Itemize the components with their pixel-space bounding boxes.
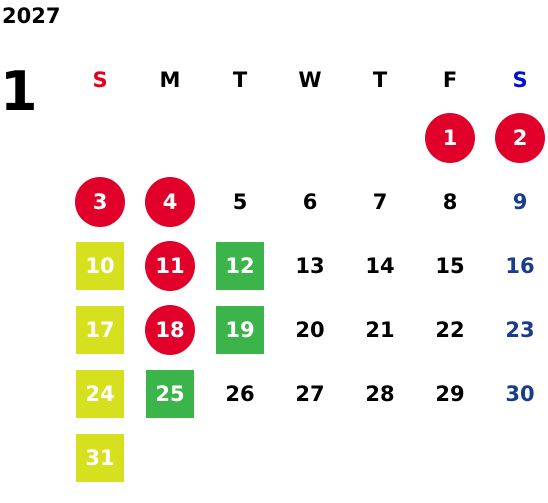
day-number: 4: [145, 177, 195, 227]
day-number: 1: [425, 113, 475, 163]
day-cell[interactable]: 6: [275, 170, 345, 234]
day-number: 13: [295, 254, 325, 278]
day-cell[interactable]: 10: [65, 234, 135, 298]
day-cell[interactable]: 13: [275, 234, 345, 298]
day-number: 8: [442, 190, 458, 214]
week-row: 31: [65, 426, 548, 490]
day-number: 14: [365, 254, 395, 278]
day-number: 28: [365, 382, 395, 406]
day-number: 10: [76, 242, 124, 290]
week-row: 17 18 19 20 21 22 23: [65, 298, 548, 362]
day-number: 21: [365, 318, 395, 342]
day-number: 23: [505, 318, 535, 342]
day-number: 7: [372, 190, 388, 214]
weekday-saturday: S: [512, 68, 528, 92]
day-cell[interactable]: 12: [205, 234, 275, 298]
day-number: 9: [512, 190, 528, 214]
day-cell[interactable]: 24: [65, 362, 135, 426]
day-number: 6: [302, 190, 318, 214]
month-label: 1: [0, 60, 38, 123]
day-cell[interactable]: 21: [345, 298, 415, 362]
day-cell[interactable]: 9: [485, 170, 548, 234]
day-cell[interactable]: 18: [135, 298, 205, 362]
weekday-wednesday: W: [298, 68, 322, 92]
day-cell[interactable]: 8: [415, 170, 485, 234]
day-number: 24: [76, 370, 124, 418]
day-number: 31: [76, 434, 124, 482]
weekday-sunday: S: [92, 68, 108, 92]
day-cell[interactable]: 11: [135, 234, 205, 298]
day-number: 27: [295, 382, 325, 406]
weekday-friday: F: [442, 68, 458, 92]
day-number: 15: [435, 254, 465, 278]
day-number: 18: [145, 305, 195, 355]
day-cell[interactable]: 5: [205, 170, 275, 234]
weekday-header: S M T W T F S: [65, 54, 548, 106]
day-number: 30: [505, 382, 535, 406]
day-cell[interactable]: 30: [485, 362, 548, 426]
day-cell[interactable]: 22: [415, 298, 485, 362]
day-cell[interactable]: 29: [415, 362, 485, 426]
day-number: 11: [145, 241, 195, 291]
weekday-thursday: T: [372, 68, 388, 92]
day-cell[interactable]: 17: [65, 298, 135, 362]
day-number: 17: [76, 306, 124, 354]
day-number: 26: [225, 382, 255, 406]
day-cell[interactable]: 14: [345, 234, 415, 298]
day-number: 19: [216, 306, 264, 354]
day-number: 20: [295, 318, 325, 342]
day-number: 29: [435, 382, 465, 406]
day-cell[interactable]: 2: [485, 106, 548, 170]
day-cell[interactable]: 20: [275, 298, 345, 362]
day-cell[interactable]: 3: [65, 170, 135, 234]
weekday-tuesday: T: [232, 68, 248, 92]
day-cell[interactable]: 19: [205, 298, 275, 362]
day-cell[interactable]: 28: [345, 362, 415, 426]
week-row: 10 11 12 13 14 15 16: [65, 234, 548, 298]
day-cell[interactable]: 25: [135, 362, 205, 426]
day-cell[interactable]: 7: [345, 170, 415, 234]
day-cell[interactable]: 31: [65, 426, 135, 490]
day-number: 12: [216, 242, 264, 290]
day-cell[interactable]: 16: [485, 234, 548, 298]
day-number: 16: [505, 254, 535, 278]
day-cell[interactable]: 23: [485, 298, 548, 362]
day-cell[interactable]: 1: [415, 106, 485, 170]
day-number: 2: [495, 113, 545, 163]
day-cell[interactable]: 15: [415, 234, 485, 298]
day-number: 22: [435, 318, 465, 342]
day-number: 5: [232, 190, 248, 214]
year-label: 2027: [2, 4, 61, 28]
day-number: 25: [146, 370, 194, 418]
day-cell[interactable]: 26: [205, 362, 275, 426]
day-cell[interactable]: 4: [135, 170, 205, 234]
day-cell[interactable]: 27: [275, 362, 345, 426]
week-row: 24 25 26 27 28 29 30: [65, 362, 548, 426]
weekday-monday: M: [159, 68, 181, 92]
day-number: 3: [75, 177, 125, 227]
